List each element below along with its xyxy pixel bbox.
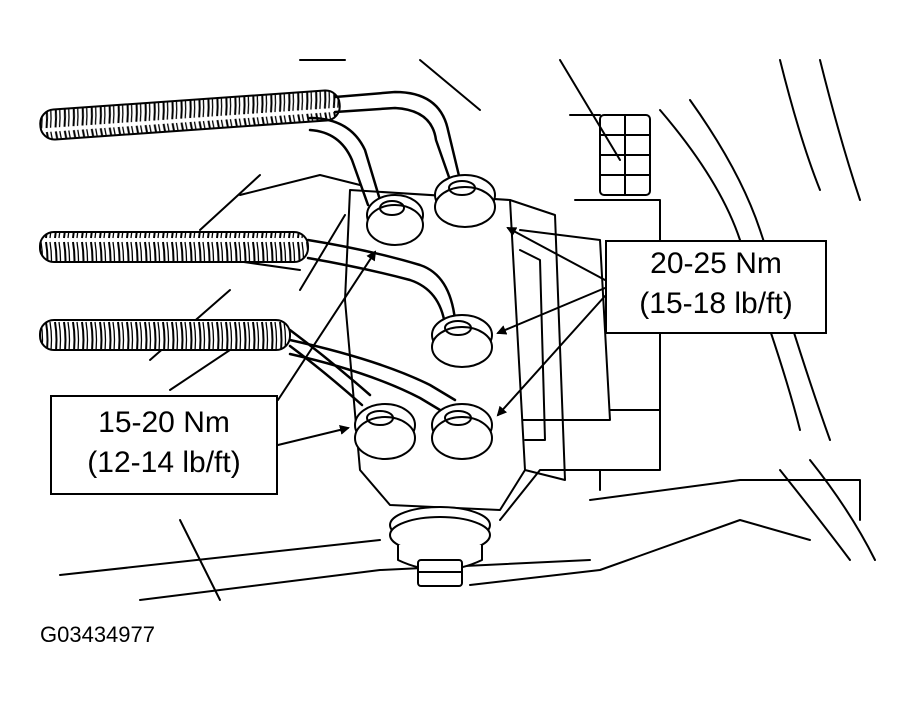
mounting-bracket bbox=[569, 114, 661, 471]
wiring-harness bbox=[779, 59, 821, 191]
frame-line bbox=[469, 519, 811, 586]
torque-value-imperial: (15-18 lb/ft) bbox=[639, 287, 793, 320]
hydraulic-unit-body bbox=[519, 249, 546, 441]
tube-fitting-upper-right bbox=[434, 174, 496, 228]
torque-value-metric: 15-20 Nm bbox=[98, 406, 230, 439]
electrical-connector bbox=[599, 114, 651, 196]
frame-line bbox=[199, 174, 261, 231]
frame-line bbox=[59, 539, 381, 576]
leader-arrows bbox=[277, 227, 606, 446]
mounting-bolt bbox=[389, 506, 491, 587]
wiring-harness bbox=[659, 109, 801, 431]
tube-fitting-lower-left bbox=[354, 403, 416, 460]
frame-line bbox=[299, 214, 346, 291]
brake-line-coil-2 bbox=[39, 231, 309, 263]
wiring-harness bbox=[809, 459, 876, 561]
brake-tube bbox=[308, 116, 382, 202]
brake-tube bbox=[288, 328, 372, 397]
brake-tube bbox=[288, 344, 364, 407]
brake-tube bbox=[288, 352, 442, 412]
figure-id: G03434977 bbox=[40, 622, 155, 647]
brake-tube bbox=[288, 338, 457, 402]
brake-tube bbox=[308, 128, 370, 207]
frame-line bbox=[559, 59, 621, 161]
tube-fitting-middle-right bbox=[431, 314, 493, 368]
brake-tube bbox=[333, 90, 462, 182]
frame-line bbox=[139, 559, 591, 601]
torque-callout-upper-right: 20-25 Nm (15-18 lb/ft) bbox=[605, 240, 827, 334]
tube-fitting-lower-right bbox=[431, 403, 493, 460]
brake-line-coil-1 bbox=[39, 89, 341, 141]
wiring-harness bbox=[819, 59, 861, 201]
brake-tube bbox=[306, 238, 457, 322]
torque-callout-lower-left: 15-20 Nm (12-14 lb/ft) bbox=[50, 395, 278, 495]
torque-value-metric: 20-25 Nm bbox=[650, 247, 782, 280]
brake-tube bbox=[306, 256, 447, 327]
frame-line bbox=[419, 59, 481, 111]
wiring-harness bbox=[689, 99, 831, 441]
frame-line bbox=[589, 479, 861, 521]
brake-line-coil-3 bbox=[39, 319, 291, 351]
wiring-harness bbox=[779, 469, 851, 561]
frame-line bbox=[499, 469, 601, 521]
torque-value-imperial: (12-14 lb/ft) bbox=[87, 446, 241, 479]
brake-tube bbox=[333, 106, 452, 182]
frame-line bbox=[239, 174, 361, 196]
tube-fitting-upper-left bbox=[366, 194, 424, 246]
